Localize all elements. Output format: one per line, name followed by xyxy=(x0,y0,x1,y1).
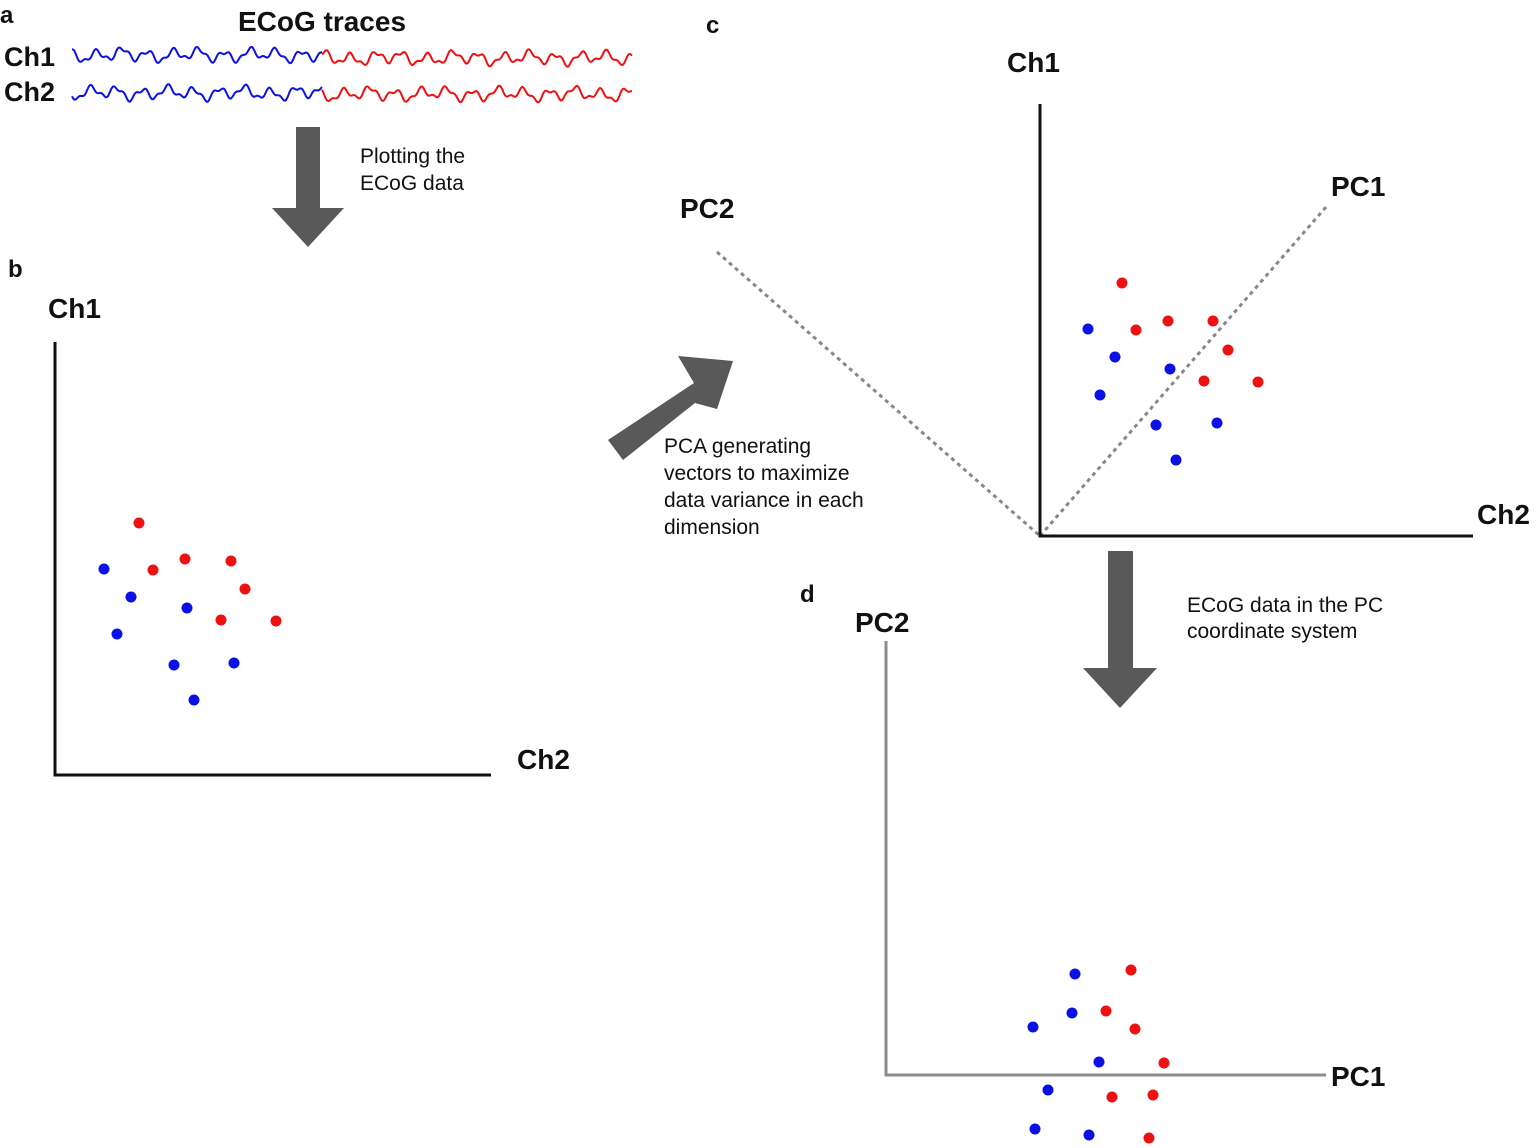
arrow-a-to-b xyxy=(272,127,344,247)
blue-data-point xyxy=(1150,419,1162,431)
ch1-trace-red xyxy=(321,48,633,68)
panel-b-y-label: Ch1 xyxy=(48,293,101,324)
panel-b-x-label: Ch2 xyxy=(517,744,570,775)
panel-c-points xyxy=(1082,277,1264,466)
blue-data-point xyxy=(125,591,137,603)
red-data-point xyxy=(1106,1091,1118,1103)
red-data-point xyxy=(1143,1132,1155,1144)
blue-data-point xyxy=(1042,1084,1054,1096)
red-data-point xyxy=(1222,344,1234,356)
pc1-axis-label: PC1 xyxy=(1331,171,1385,202)
panel-c-axes xyxy=(1038,104,1473,538)
ch2-trace-blue xyxy=(71,83,323,103)
red-data-point xyxy=(1198,375,1210,387)
arrow-b-to-c xyxy=(608,356,733,460)
red-data-point xyxy=(270,615,282,627)
blue-data-point xyxy=(1082,323,1094,335)
arrow-b-to-c-line-4: dimension xyxy=(664,516,760,539)
arrow-b-to-c-label: PCA generating vectors to maximize data … xyxy=(664,435,869,539)
blue-data-point xyxy=(1109,351,1121,363)
blue-data-point xyxy=(181,602,193,614)
panel-b-axes xyxy=(53,342,491,777)
blue-data-point xyxy=(1093,1056,1105,1068)
traces-title: ECoG traces xyxy=(238,6,406,37)
red-data-point xyxy=(1162,315,1174,327)
panel-d-x-label: PC1 xyxy=(1331,1061,1385,1092)
blue-data-point xyxy=(228,657,240,669)
red-data-point xyxy=(1116,277,1128,289)
red-data-point xyxy=(179,553,191,565)
arrow-c-to-d-line-2: coordinate system xyxy=(1187,620,1357,643)
blue-data-point xyxy=(111,628,123,640)
panel-c-y-label: Ch1 xyxy=(1007,47,1060,78)
blue-data-point xyxy=(1069,968,1081,980)
arrow-c-to-d-line-1: ECoG data in the PC xyxy=(1187,594,1383,617)
panel-d-axes xyxy=(884,641,1326,1077)
red-data-point xyxy=(225,555,237,567)
red-data-point xyxy=(1129,1023,1141,1035)
pc1-direction-line xyxy=(1038,206,1328,537)
red-data-point xyxy=(1158,1057,1170,1069)
red-data-point xyxy=(1125,964,1137,976)
trace-ch2-label: Ch2 xyxy=(4,77,55,107)
blue-data-point xyxy=(188,694,200,706)
red-data-point xyxy=(1147,1089,1159,1101)
panel-a-letter: a xyxy=(0,2,14,29)
blue-data-point xyxy=(1029,1123,1041,1135)
red-data-point xyxy=(133,517,145,529)
red-data-point xyxy=(239,583,251,595)
ch1-trace-blue xyxy=(71,45,322,65)
arrow-a-to-b-line-1: Plotting the xyxy=(360,145,465,168)
red-data-point xyxy=(1100,1005,1112,1017)
arrow-a-to-b-label: Plotting the ECoG data xyxy=(360,145,471,195)
blue-data-point xyxy=(1170,454,1182,466)
arrow-b-to-c-line-1: PCA generating xyxy=(664,435,811,458)
blue-data-point xyxy=(1027,1021,1039,1033)
trace-ch1-label: Ch1 xyxy=(4,42,55,72)
arrow-b-to-c-line-2: vectors to maximize xyxy=(664,462,850,485)
arrow-a-to-b-line-2: ECoG data xyxy=(360,172,464,195)
panel-d-points xyxy=(1027,964,1170,1144)
panel-c-x-label: Ch2 xyxy=(1477,499,1530,530)
arrow-c-to-d-label: ECoG data in the PC coordinate system xyxy=(1187,594,1389,643)
blue-data-point xyxy=(168,659,180,671)
blue-data-point xyxy=(1094,389,1106,401)
blue-data-point xyxy=(1066,1007,1078,1019)
blue-data-point xyxy=(1164,363,1176,375)
arrow-c-to-d xyxy=(1083,551,1157,708)
red-data-point xyxy=(147,564,159,576)
arrow-b-to-c-line-3: data variance in each xyxy=(664,489,864,512)
panel-b-letter: b xyxy=(8,256,23,283)
ecog-traces xyxy=(71,45,633,104)
panel-c-letter: c xyxy=(706,12,719,39)
red-data-point xyxy=(1252,376,1264,388)
panel-d-letter: d xyxy=(800,581,815,608)
red-data-point xyxy=(215,614,227,626)
blue-data-point xyxy=(1211,417,1223,429)
red-data-point xyxy=(1130,324,1142,336)
blue-data-point xyxy=(98,563,110,575)
red-data-point xyxy=(1207,315,1219,327)
panel-d-y-label: PC2 xyxy=(855,607,909,638)
ch2-trace-red xyxy=(321,84,633,104)
pc2-axis-label: PC2 xyxy=(680,193,734,224)
blue-data-point xyxy=(1083,1129,1095,1141)
panel-b-points xyxy=(98,517,282,706)
